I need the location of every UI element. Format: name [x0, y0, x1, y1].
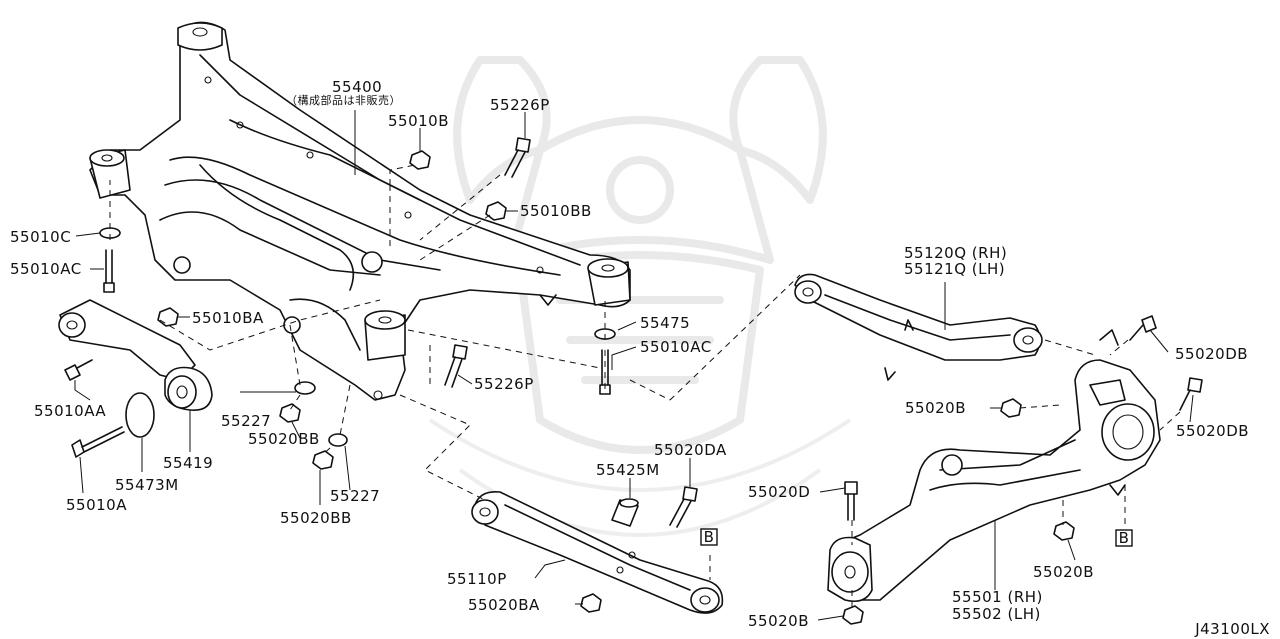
bolt-55226p-mid	[444, 344, 468, 388]
diagram-code: J43100LX	[1194, 620, 1270, 638]
bolt-55010aa	[64, 359, 93, 381]
washer-55227-top	[294, 381, 316, 395]
label-55010c: 55010C	[10, 228, 71, 246]
label-55501: 55501 (RH)	[952, 588, 1043, 606]
label-55110p: 55110P	[447, 570, 507, 588]
svg-text:B: B	[704, 528, 715, 546]
reference-marker-right: B	[1115, 529, 1133, 547]
nut-55010bb	[485, 201, 507, 221]
label-55473m: 55473M	[115, 476, 179, 494]
label-55010bb: 55010BB	[520, 202, 592, 220]
bolt-55020db-right	[1179, 377, 1203, 411]
rear-suspension-member	[89, 21, 631, 401]
label-55020b-top: 55020B	[905, 399, 966, 417]
label-55475: 55475	[640, 314, 690, 332]
label-55020db-top: 55020DB	[1175, 345, 1248, 363]
bolt-55010ac-left	[103, 249, 115, 293]
label-55020bb-top: 55020BB	[248, 430, 320, 448]
nut-55020ba	[580, 593, 602, 613]
label-55020d: 55020D	[748, 483, 810, 501]
label-55010aa: 55010AA	[34, 402, 106, 420]
label-55226p-top: 55226P	[490, 96, 550, 114]
label-55502: 55502 (LH)	[952, 605, 1041, 623]
bolt-55020da	[669, 486, 698, 528]
lower-link-55110p	[471, 490, 724, 614]
label-55020da: 55020DA	[654, 441, 727, 459]
washer-55227-bottom	[328, 433, 348, 447]
label-55425m: 55425M	[596, 461, 660, 479]
nut-55010ba	[157, 307, 179, 327]
svg-text:B: B	[1119, 529, 1130, 547]
washer-55473m	[125, 392, 155, 438]
nut-55020b-bottom	[842, 605, 864, 625]
bolt-55020db-top	[1129, 315, 1157, 341]
label-55121q: 55121Q (LH)	[904, 260, 1005, 278]
label-55227-bottom: 55227	[330, 487, 380, 505]
label-55020db-right: 55020DB	[1176, 422, 1249, 440]
label-55010a: 55010A	[66, 496, 127, 514]
part-labels: 55400 （構成部品は非販売） 55010B 55226P 55010BB 5…	[10, 78, 1270, 638]
label-55010ac-left: 55010AC	[10, 260, 82, 278]
differential-mount-bracket	[58, 299, 213, 412]
bolt-55010ac-right	[599, 349, 611, 395]
label-55010ba: 55010BA	[192, 309, 264, 327]
label-55120q: 55120Q (RH)	[904, 244, 1007, 262]
assembly-guide-lines	[109, 164, 1181, 608]
label-55020b-bottom: 55020B	[748, 612, 809, 630]
label-55020b-mid: 55020B	[1033, 563, 1094, 581]
nut-55020bb-top	[279, 403, 301, 423]
label-55400: 55400	[332, 78, 382, 96]
nut-55020b-mid	[1053, 521, 1075, 541]
label-55020bb-bottom: 55020BB	[280, 509, 352, 527]
upper-link-55120q	[794, 273, 1043, 381]
reference-marker-left: B	[700, 528, 718, 546]
label-55226p-mid: 55226P	[474, 375, 534, 393]
label-55010ac-right: 55010AC	[640, 338, 712, 356]
collar-55425m	[611, 498, 639, 527]
leader-lines	[74, 110, 1194, 621]
nut-55020bb-bottom	[312, 450, 334, 470]
bolt-55020d	[844, 481, 858, 521]
nut-55010b	[409, 150, 431, 170]
nut-55020b-top	[1000, 398, 1022, 418]
label-55010b: 55010B	[388, 112, 449, 130]
label-55400-note: （構成部品は非販売）	[286, 93, 401, 107]
label-55020ba: 55020BA	[468, 596, 540, 614]
bolt-55010a	[71, 426, 125, 458]
bolt-55226p-top	[504, 137, 531, 178]
label-55227-top: 55227	[221, 412, 271, 430]
rear-knuckle-55501	[827, 329, 1161, 603]
label-55419: 55419	[163, 454, 213, 472]
